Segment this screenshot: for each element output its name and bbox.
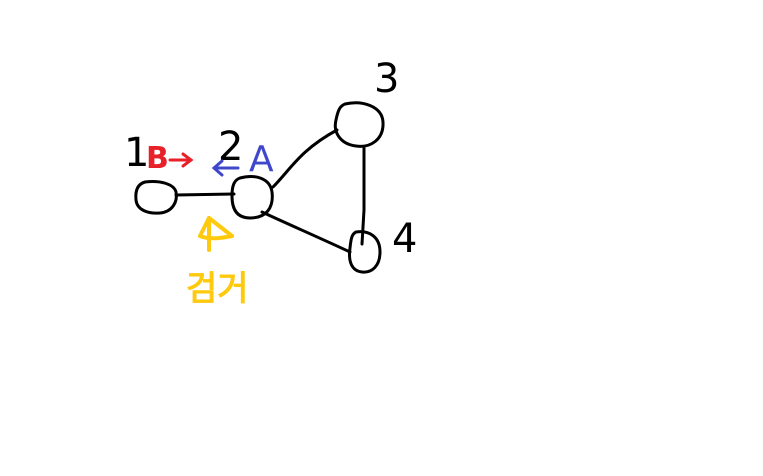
node-label-4: 4 xyxy=(392,216,417,262)
node-3 xyxy=(333,101,385,148)
node-label-1: 1 xyxy=(124,130,149,176)
node-4 xyxy=(348,230,382,274)
red-b-label: B xyxy=(146,141,169,176)
red-right-arrow-icon xyxy=(168,152,194,168)
yellow-caption-text: 검거 xyxy=(186,269,249,309)
edge-2-4 xyxy=(260,210,352,254)
node-2 xyxy=(230,175,274,220)
node-label-3: 3 xyxy=(374,56,399,102)
edge-1-2 xyxy=(174,192,236,197)
edge-2-3 xyxy=(271,128,339,189)
edge-3-4 xyxy=(360,146,366,246)
node-1 xyxy=(134,180,178,215)
blue-left-arrow-icon xyxy=(211,159,240,177)
yellow-up-arrow-icon xyxy=(198,216,234,252)
blue-a-label: A xyxy=(249,139,274,180)
